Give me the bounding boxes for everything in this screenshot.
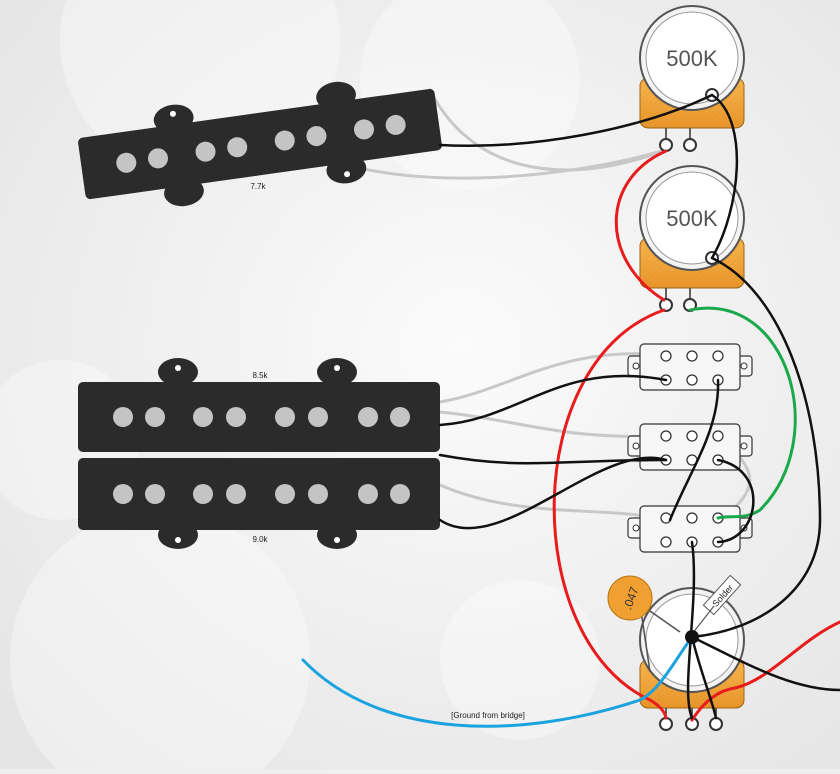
volume-pot-2-label: 500K (666, 206, 718, 231)
wire-black-volume2-ground (690, 256, 822, 639)
pots: 500K 500K (639, 5, 745, 731)
wire-blue-ground (301, 635, 694, 728)
bridge-pickup-top (78, 358, 440, 452)
wire-green (688, 306, 797, 520)
wire-gray-neck-volume-2 (328, 148, 668, 180)
wire-black-switch-1 (668, 378, 720, 522)
wire-red-loop (552, 308, 668, 720)
wire-black-ground-output (690, 635, 840, 692)
wire-black-volume1-volume2 (710, 93, 739, 260)
bridge-pickup-bottom (78, 458, 440, 549)
bridge-pickup-top-resistance: 8.5k (252, 371, 268, 380)
wire-black-ground-lug (690, 635, 718, 720)
wire-red-pots (614, 149, 668, 302)
neck-pickup-resistance: 7.7k (250, 182, 266, 191)
wire-black-bridge-top (438, 374, 668, 427)
solder-callout (691, 574, 742, 635)
wire-black-switch-2 (716, 458, 755, 544)
black-wires (438, 93, 840, 720)
neck-pickup (78, 81, 442, 207)
ground-label: [Ground from bridge] (451, 711, 525, 720)
capacitor (607, 575, 681, 673)
switch-3 (627, 505, 753, 553)
bridge-pickup-bottom-resistance: 9.0k (252, 535, 268, 544)
colored-wires (301, 149, 840, 728)
wire-gray-neck-volume (428, 88, 668, 172)
wire-red-output (690, 620, 840, 722)
volume-pot-1-label: 500K (666, 46, 718, 71)
switches (627, 343, 753, 553)
wire-black-bridge-bottom (438, 456, 668, 530)
solder-joint (685, 630, 699, 644)
switch-1 (627, 343, 753, 391)
pickups: 7.7k 8.5k (78, 81, 442, 549)
wire-black-neck-volume (438, 93, 714, 147)
switch-2 (627, 423, 753, 471)
wire-gray-bridge-switch-1 (438, 352, 667, 404)
